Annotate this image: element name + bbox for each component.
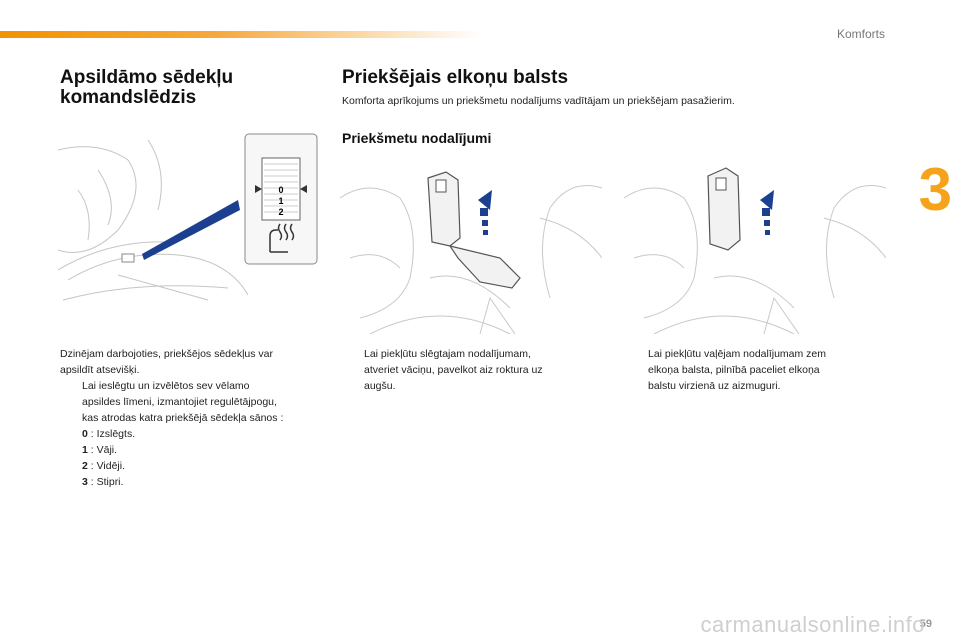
level-item: 3 : Stipri. xyxy=(82,476,124,488)
seat-knob-marker xyxy=(121,253,135,263)
heated-seat-intro-line1: Dzinējam darbojoties, priekšējos sēdekļu… xyxy=(60,348,274,360)
armrest-intro: Komforta aprīkojums un priekšmetu nodalī… xyxy=(342,95,735,107)
knob-level-2: 2 xyxy=(278,207,283,217)
pointer-wedge xyxy=(142,200,240,260)
open-storage-line2: elkoņa balsta, pilnībā paceliet elkoņa xyxy=(648,364,820,376)
chapter-number: 3 xyxy=(918,156,952,223)
open-storage-text: Lai piekļūtu vaļējam nodalījumam zem elk… xyxy=(626,346,876,394)
open-storage-line3: balstu virzienā uz aizmuguri. xyxy=(648,380,781,392)
open-storage-illustration xyxy=(624,158,886,334)
heated-seat-bullet-line1: Lai ieslēgtu un izvēlētos sev vēlamo xyxy=(82,380,250,392)
heated-seat-title-line2: komandslēdzis xyxy=(60,87,197,108)
watermark: carmanualsonline.info xyxy=(700,612,925,637)
heated-seat-title-line1: Apsildāmo sēdekļu xyxy=(60,67,234,88)
lift-arrow-icon xyxy=(478,190,492,235)
open-storage-line1: Lai piekļūtu vaļējam nodalījumam zem xyxy=(648,348,827,360)
closed-storage-illustration xyxy=(340,158,602,334)
left-indicator-arrow xyxy=(255,185,262,193)
closed-storage-line2: atveriet vāciņu, pavelkot aiz roktura uz xyxy=(364,364,543,376)
storage-subtitle: Priekšmetu nodalījumi xyxy=(342,130,492,146)
heated-seat-bullet-line3: kas atrodas katra priekšējā sēdekļa sāno… xyxy=(82,412,284,424)
right-indicator-arrow xyxy=(300,185,307,193)
heated-seat-bullet-line2: apsildes līmeni, izmantojiet regulētājpo… xyxy=(82,396,277,408)
open-storage-bullet: Lai piekļūtu vaļējam nodalījumam zem elk… xyxy=(626,346,876,394)
armrest-title: Priekšējais elkoņu balsts xyxy=(342,67,569,88)
heated-seat-bullet: Lai ieslēgtu un izvēlētos sev vēlamo aps… xyxy=(60,378,325,426)
closed-storage-line3: augšu. xyxy=(364,380,396,392)
section-name: Komforts xyxy=(836,27,885,41)
header-accent-bar xyxy=(0,31,480,38)
heated-seat-body: Dzinējam darbojoties, priekšējos sēdekļu… xyxy=(60,346,325,490)
closed-storage-text: Lai piekļūtu slēgtajam nodalījumam, atve… xyxy=(342,346,592,394)
heated-seat-illustration: 0 1 2 xyxy=(58,130,320,310)
closed-storage-line1: Lai piekļūtu slēgtajam nodalījumam, xyxy=(364,348,531,360)
closed-storage-bullet: Lai piekļūtu slēgtajam nodalījumam, atve… xyxy=(342,346,592,394)
heated-seat-intro-line2: apsildīt atsevišķi. xyxy=(60,364,140,376)
heated-seat-title: Apsildāmo sēdekļu komandslēdzis xyxy=(60,68,233,108)
level-item: 2 : Vidēji. xyxy=(82,460,126,472)
seat-heating-icon xyxy=(269,223,295,253)
level-item: 0 : Izslēgts. xyxy=(82,428,136,440)
page-number: 59 xyxy=(919,618,932,630)
knob-level-1: 1 xyxy=(278,196,283,206)
level-item: 1 : Vāji. xyxy=(82,444,118,456)
knob-level-0: 0 xyxy=(278,185,283,195)
lift-arrow-icon xyxy=(760,190,774,235)
